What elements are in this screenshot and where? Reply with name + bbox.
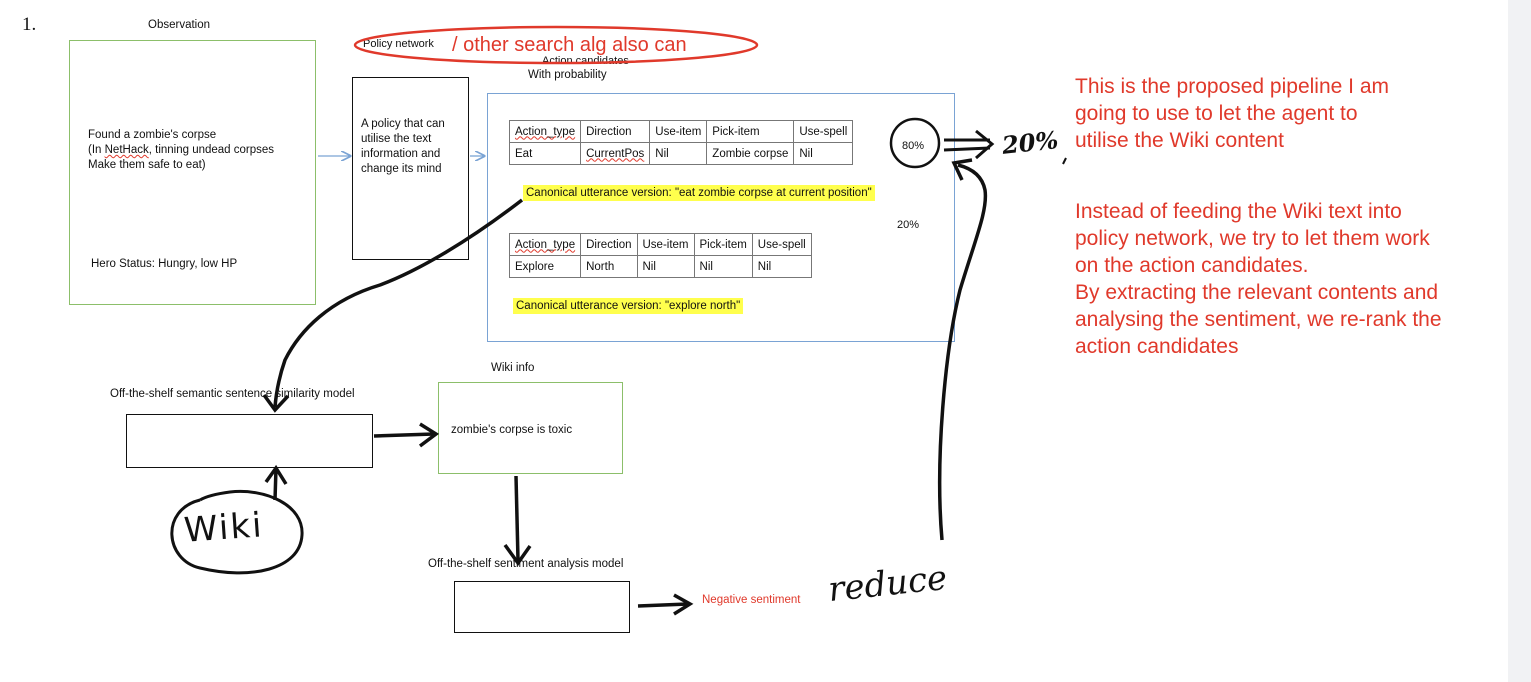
policy-annotation: / other search alg also can <box>452 34 687 56</box>
observation-line2: (In NetHack, tinning undead corpses <box>88 144 275 156</box>
policy-text: A policy that can utilise the text infor… <box>361 118 445 175</box>
utterance-to-similarity-arrow <box>273 198 524 408</box>
table-row: Explore North Nil Nil Nil <box>508 255 812 278</box>
wiki-to-sentiment-arrow <box>514 475 520 561</box>
wiki-circle <box>170 489 304 575</box>
candidate1-table: Action_type Direction Use-item Pick-item… <box>508 120 854 165</box>
candidate2-probability: 20% <box>897 219 920 231</box>
candidate1-utterance: Canonical utterance version: "eat zombie… <box>523 185 875 201</box>
table-row: Action_type Direction Use-item Pick-item… <box>508 233 812 256</box>
action-candidates-subtitle: With probability <box>528 69 607 81</box>
candidate1-probability: 80% <box>902 140 925 152</box>
observation-text: Found a zombie's corpse (In NetHack, tin… <box>88 128 274 173</box>
action-candidates-box <box>487 93 955 342</box>
policy-box: A policy that can utilise the text infor… <box>352 77 469 260</box>
observation-line3: Make them safe to eat) <box>88 159 206 171</box>
negative-sentiment-output: Negative sentiment <box>702 594 801 606</box>
wiki-info-box: zombie's corpse is toxic <box>438 382 623 474</box>
wiki-info-content: zombie's corpse is toxic <box>451 424 573 436</box>
probability-circle <box>889 117 941 169</box>
notes-paragraph-1: This is the proposed pipeline I am going… <box>1075 75 1390 152</box>
reduce-to-probability-arrow <box>938 163 988 541</box>
sentiment-to-output-arrow <box>637 602 689 608</box>
sentiment-model-title: Off-the-shelf sentiment analysis model <box>428 558 624 570</box>
observation-box: Found a zombie's corpse (In NetHack, tin… <box>69 40 316 305</box>
hero-status: Hero Status: Hungry, low HP <box>91 258 238 270</box>
similarity-to-wiki-arrow <box>373 432 435 438</box>
policy-title: Policy network <box>363 38 434 50</box>
observation-title: Observation <box>148 19 211 31</box>
list-number: 1. <box>22 14 37 35</box>
similarity-model-title: Off-the-shelf semantic sentence similari… <box>110 388 355 400</box>
wiki-to-similarity-arrow <box>273 467 278 501</box>
candidate2-table: Action_type Direction Use-item Pick-item… <box>508 233 812 278</box>
wiki-info-title: Wiki info <box>491 362 535 374</box>
annotation-ellipse <box>353 25 759 65</box>
table-row: Eat CurrentPos Nil Zombie corpse Nil <box>508 142 854 165</box>
nethack-link: NetHack <box>104 144 149 156</box>
similarity-model-box <box>126 414 373 468</box>
notes-paragraph-2: Instead of feeding the Wiki text into po… <box>1075 200 1442 358</box>
table-row: Action_type Direction Use-item Pick-item… <box>508 120 854 143</box>
sentiment-model-box <box>454 581 630 633</box>
observation-line1: Found a zombie's corpse <box>88 129 217 141</box>
sidebar-strip <box>1508 0 1531 682</box>
candidate2-utterance: Canonical utterance version: "explore no… <box>513 298 744 314</box>
